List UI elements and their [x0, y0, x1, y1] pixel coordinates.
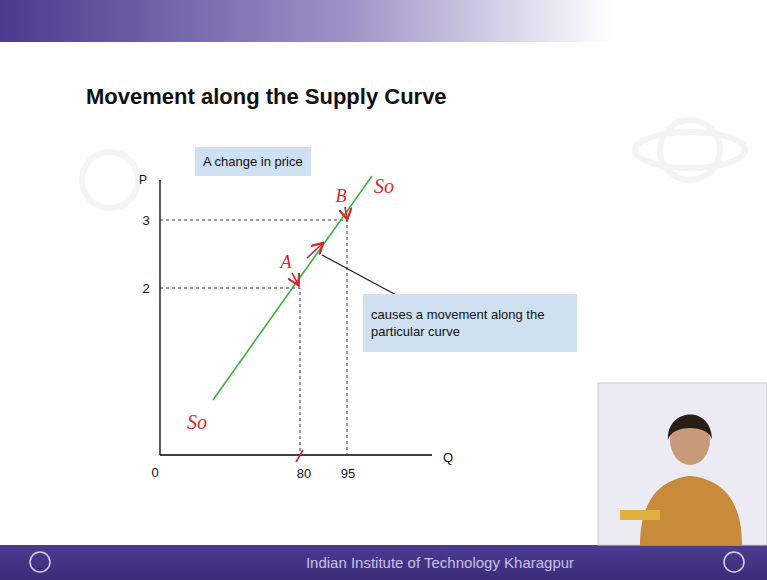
box-text: causes a movement along the particular c… [371, 306, 569, 340]
axis-label: 3 [142, 213, 149, 228]
note-box: causes a movement along the particular c… [363, 294, 577, 352]
box-text: A change in price [203, 153, 303, 170]
hand-label: A [281, 252, 292, 273]
leader-line [322, 255, 398, 296]
footer-bar [0, 545, 767, 580]
hand-label: B [336, 186, 347, 207]
axis-label: 2 [142, 281, 149, 296]
header-bar [0, 0, 767, 42]
presenter-video [598, 383, 767, 545]
axis-label: 0 [151, 465, 158, 480]
hand-annotations [292, 207, 347, 462]
footer-text: Indian Institute of Technology Kharagpur [306, 554, 574, 571]
axis-label: 80 [297, 466, 311, 481]
logo [30, 552, 50, 572]
slide-title: Movement along the Supply Curve [86, 84, 447, 110]
axis-label: 95 [341, 466, 355, 481]
hand-label: So [187, 411, 207, 434]
logo [724, 552, 744, 572]
supply-curve [213, 176, 372, 400]
hand-label: So [374, 175, 394, 198]
price-axis [159, 180, 160, 455]
axis-label: Q [443, 450, 453, 465]
note-box: A change in price [195, 147, 311, 176]
guide-lines [160, 220, 347, 455]
axis-label: P [139, 173, 147, 187]
quantity-axis [160, 454, 432, 455]
